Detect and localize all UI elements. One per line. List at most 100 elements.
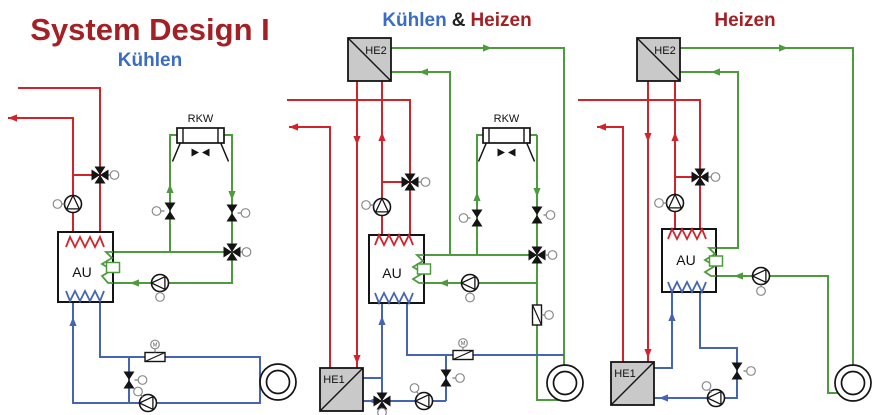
coil-bypass-box xyxy=(416,263,432,275)
pump-actuator-icon xyxy=(155,292,165,302)
valve-actuator-icon xyxy=(240,208,251,218)
well-icon xyxy=(259,363,297,401)
page-title: System Design I xyxy=(30,12,269,47)
valve-actuator-icon xyxy=(547,250,558,260)
pump-actuator-icon xyxy=(133,386,143,397)
valve-actuator-icon xyxy=(545,210,556,220)
flow-arrow-icon xyxy=(130,279,139,287)
flow-arrow-icon xyxy=(644,349,652,358)
cooling-coil xyxy=(65,288,105,304)
two-way-valve-icon xyxy=(440,369,452,387)
title-amp: & xyxy=(452,10,466,31)
motor-valve-icon xyxy=(531,304,543,326)
cooling-tower-icon xyxy=(171,127,230,163)
two-way-valve-icon xyxy=(123,371,135,389)
rkw-label: RKW xyxy=(188,113,214,125)
valve-actuator-icon xyxy=(710,172,721,182)
pump-icon xyxy=(706,388,726,408)
flow-arrow-icon xyxy=(734,272,743,280)
hot-pipes xyxy=(578,81,701,362)
flow-arrow-icon xyxy=(597,123,606,131)
flow-arrow-icon xyxy=(533,188,541,197)
flow-arrow-icon xyxy=(483,44,492,52)
diagram-dual-title: Kühlen&Heizen xyxy=(382,10,531,31)
au-label: AU xyxy=(72,264,91,280)
heating-coil xyxy=(667,226,707,242)
diagram-heating-title: Heizen xyxy=(714,10,775,31)
flow-arrow-icon xyxy=(644,133,652,142)
cooling-coil xyxy=(667,279,707,295)
valve-actuator-icon xyxy=(241,247,252,257)
flow-arrow-icon xyxy=(353,136,361,145)
pump-actuator-icon xyxy=(409,383,420,393)
pump-icon xyxy=(372,197,392,217)
valve-actuator-icon xyxy=(109,170,120,180)
flow-arrow-icon xyxy=(779,44,788,52)
valve-actuator-icon xyxy=(420,177,431,187)
flow-arrow-icon xyxy=(289,123,298,131)
two-way-valve-icon xyxy=(164,202,176,220)
flow-arrow-icon xyxy=(353,355,361,364)
three-way-valve-icon xyxy=(223,243,241,261)
valve-actuator-icon xyxy=(151,206,162,216)
pump-icon xyxy=(665,193,685,213)
diagram-cooling-heating: Kühlen&Heizen HE2 HE1 AU RKW xyxy=(287,10,584,415)
pump-actuator-icon xyxy=(756,286,766,296)
motor-actuator-label: M xyxy=(461,341,466,347)
three-way-valve-icon xyxy=(91,166,109,184)
valve-actuator-icon xyxy=(458,213,469,223)
flow-arrow-icon xyxy=(378,132,386,141)
diagram-cooling: System Design I Kühlen AU RKW xyxy=(8,12,297,413)
title-cool: Kühlen xyxy=(382,10,446,31)
cold-pipes xyxy=(363,297,564,402)
rkw-label: RKW xyxy=(494,113,520,125)
actuator-stems xyxy=(663,176,762,393)
well-icon xyxy=(546,364,584,402)
pump-icon xyxy=(751,266,771,286)
flow-arrow-icon xyxy=(659,394,668,402)
au-label: AU xyxy=(676,252,695,268)
flow-arrow-icon xyxy=(419,68,428,76)
flow-arrow-icon xyxy=(8,114,17,122)
three-way-valve-icon xyxy=(691,168,709,186)
motor-valve-icon xyxy=(452,349,474,361)
coil-bypass-box xyxy=(708,255,724,267)
two-way-valve-icon xyxy=(471,209,483,227)
au-label: AU xyxy=(382,265,401,281)
two-way-valve-icon xyxy=(226,204,238,222)
he2-label: HE2 xyxy=(654,45,675,57)
valve-actuator-icon xyxy=(455,373,465,383)
valve-actuator-icon xyxy=(137,375,148,385)
pump-actuator-icon xyxy=(52,199,63,209)
he1-label: HE1 xyxy=(614,368,635,380)
flow-arrow-icon xyxy=(473,192,481,201)
two-way-valve-icon xyxy=(731,362,743,380)
three-way-valve-icon xyxy=(373,392,391,410)
heating-coil xyxy=(65,234,105,250)
motor-valve-icon xyxy=(144,351,166,363)
well-icon xyxy=(834,364,872,402)
cooling-coil xyxy=(374,290,414,306)
flow-arrow-icon xyxy=(69,317,77,326)
pump-icon xyxy=(63,194,83,214)
diagram-heating: Heizen HE2 HE1 AU xyxy=(578,10,872,408)
cold-pipes xyxy=(654,287,738,399)
coil-bypass-box xyxy=(105,261,121,274)
valve-actuator-icon xyxy=(746,366,756,376)
hot-pipes xyxy=(8,87,101,244)
pump-actuator-icon xyxy=(361,200,371,210)
source-pipes xyxy=(680,47,854,394)
flow-arrow-icon xyxy=(671,132,679,141)
flow-arrow-icon xyxy=(166,184,174,193)
flow-arrow-icon xyxy=(711,68,720,76)
valve-actuator-icon xyxy=(544,310,554,320)
he2-label: HE2 xyxy=(365,45,386,57)
flow-arrow-icon xyxy=(228,191,236,200)
condenser-pipes xyxy=(113,134,233,284)
title-heat: Heizen xyxy=(470,10,531,31)
flow-arrow-icon xyxy=(668,312,676,321)
flow-arrow-icon xyxy=(378,316,386,325)
three-way-valve-icon xyxy=(528,246,546,264)
